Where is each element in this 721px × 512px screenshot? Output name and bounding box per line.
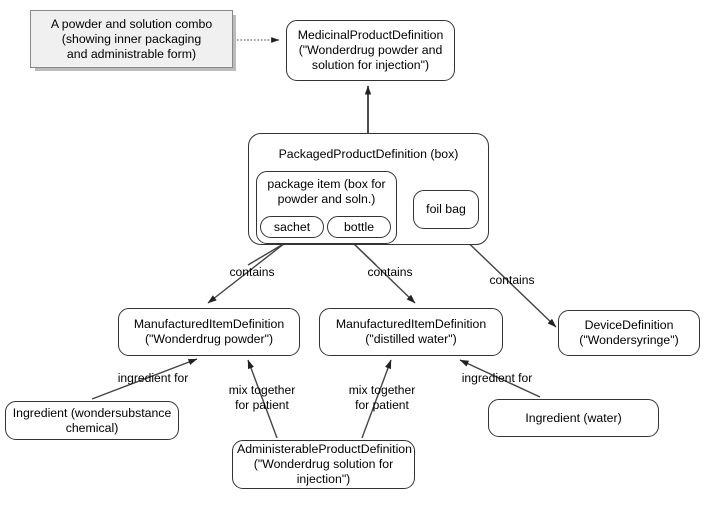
node-bottle-label: bottle xyxy=(343,219,375,234)
note-text: A powder and solution combo (showing inn… xyxy=(50,16,213,61)
node-bottle[interactable]: bottle xyxy=(327,216,391,238)
node-manufactured-item-water[interactable]: ManufacturedItemDefinition ("distilled w… xyxy=(319,308,503,356)
note-box: A powder and solution combo (showing inn… xyxy=(30,10,233,68)
edge-label-mix-powder: mix together for patient xyxy=(228,383,296,412)
edge-label-mix-water: mix together for patient xyxy=(348,383,416,412)
node-ingredient-water-label: Ingredient (water) xyxy=(525,410,622,425)
node-device-definition-label: DeviceDefinition ("Wondersyringe") xyxy=(579,318,679,347)
node-packaged-product-label: PackagedProductDefinition (box) xyxy=(278,147,459,161)
node-foil-bag-label: foil bag xyxy=(426,202,466,216)
node-ingredient-chemical-label: Ingredient (wondersubstance chemical) xyxy=(12,405,172,435)
edge-contains-powder-stub xyxy=(247,242,286,266)
node-manufactured-item-water-label: ManufacturedItemDefinition ("distilled w… xyxy=(335,317,487,346)
edge-label-contains-powder: contains xyxy=(229,265,275,279)
node-foil-bag[interactable]: foil bag xyxy=(413,190,479,229)
edge-contains-water-stub xyxy=(352,242,377,266)
node-manufactured-item-powder-label: ManufacturedItemDefinition ("Wonderdrug … xyxy=(133,317,285,346)
node-package-item-label: package item (box for powder and soln.) xyxy=(267,177,386,206)
node-packaged-product-definition[interactable]: PackagedProductDefinition (box) package … xyxy=(248,133,489,245)
node-sachet[interactable]: sachet xyxy=(260,216,324,238)
edge-label-ingredient-for-chemical: ingredient for xyxy=(117,371,189,385)
edge-label-ingredient-for-water: ingredient for xyxy=(461,371,533,385)
node-administerable-product[interactable]: AdministerableProductDefinition ("Wonder… xyxy=(232,440,415,489)
edge-label-contains-water: contains xyxy=(367,265,413,279)
node-sachet-label: sachet xyxy=(273,219,311,234)
node-administerable-product-label: AdministerableProductDefinition ("Wonder… xyxy=(237,442,412,486)
node-medicinal-product-definition[interactable]: MedicinalProductDefinition ("Wonderdrug … xyxy=(286,20,455,81)
node-device-definition[interactable]: DeviceDefinition ("Wondersyringe") xyxy=(558,310,700,356)
node-medicinal-product-label: MedicinalProductDefinition ("Wonderdrug … xyxy=(297,28,444,72)
node-package-item[interactable]: package item (box for powder and soln.) … xyxy=(256,171,397,244)
node-manufactured-item-powder[interactable]: ManufacturedItemDefinition ("Wonderdrug … xyxy=(118,308,300,356)
node-ingredient-water[interactable]: Ingredient (water) xyxy=(488,399,659,437)
edge-label-contains-device: contains xyxy=(489,273,535,287)
node-ingredient-chemical[interactable]: Ingredient (wondersubstance chemical) xyxy=(5,401,179,440)
